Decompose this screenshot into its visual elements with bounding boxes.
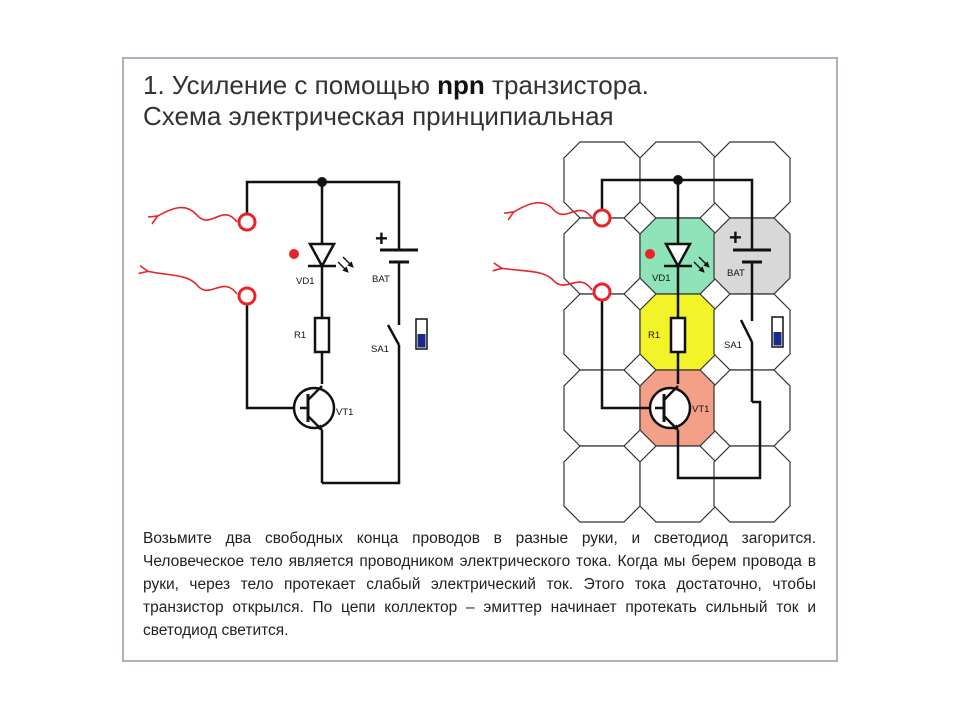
- board-label-r1: R1: [648, 330, 660, 341]
- board-transistor-symbol: [648, 385, 692, 431]
- battery-symbol: [380, 228, 418, 270]
- led-symbol: [307, 242, 354, 273]
- title-prefix: 1. Усиление с помощью: [143, 70, 438, 100]
- board-label-vd1: VD1: [652, 273, 670, 284]
- switch-toggle[interactable]: [415, 318, 428, 350]
- board-cell: [563, 445, 641, 523]
- switch-lever: [386, 324, 401, 346]
- label-vt1: VT1: [336, 407, 353, 418]
- label-vd1: VD1: [296, 276, 314, 287]
- terminal-upper[interactable]: [237, 212, 257, 232]
- title-bold: npn: [437, 70, 485, 100]
- schematic-left: [245, 180, 401, 485]
- transistor-symbol: [292, 385, 336, 431]
- label-plus: +: [375, 226, 388, 251]
- board-cell: [713, 445, 791, 523]
- junction-node: [317, 177, 327, 187]
- label-sa1: SA1: [371, 344, 389, 355]
- title-suffix: транзистора.: [484, 70, 649, 100]
- probe-wire-lower: [146, 271, 238, 295]
- probe-wire-upper: [156, 206, 238, 222]
- description-text: Возьмите два свободных конца проводов в …: [143, 530, 816, 639]
- board-probe-wire-upper: [512, 201, 593, 218]
- slide-title: 1. Усиление с помощью npn транзистора. С…: [143, 70, 823, 132]
- board-led-symbol: [663, 242, 710, 273]
- board-terminal-upper[interactable]: [592, 208, 612, 228]
- board-switch-lever: [739, 319, 754, 343]
- led-indicator-dot: [289, 249, 299, 259]
- board-junction-node: [673, 175, 683, 185]
- label-r1: R1: [294, 330, 306, 341]
- board-led-indicator-dot: [645, 249, 655, 259]
- board-cell: [639, 445, 717, 523]
- board-label-bat: BAT: [727, 268, 745, 279]
- board-terminal-lower[interactable]: [592, 282, 612, 302]
- board-label-plus: +: [729, 225, 742, 250]
- board-label-vt1: VT1: [692, 404, 709, 415]
- resistor-symbol: [313, 316, 331, 354]
- board-label-sa1: SA1: [724, 340, 742, 351]
- board-resistor-symbol: [669, 316, 687, 354]
- label-bat: BAT: [372, 274, 390, 285]
- terminal-lower[interactable]: [237, 286, 257, 306]
- wire-base: [245, 304, 300, 410]
- title-line2: Схема электрическая принципиальная: [143, 101, 614, 131]
- board-switch-toggle[interactable]: [771, 316, 784, 348]
- board-probe-wire-lower: [500, 268, 593, 291]
- board-battery-symbol: [733, 228, 771, 270]
- wire-right-branch: [322, 270, 401, 485]
